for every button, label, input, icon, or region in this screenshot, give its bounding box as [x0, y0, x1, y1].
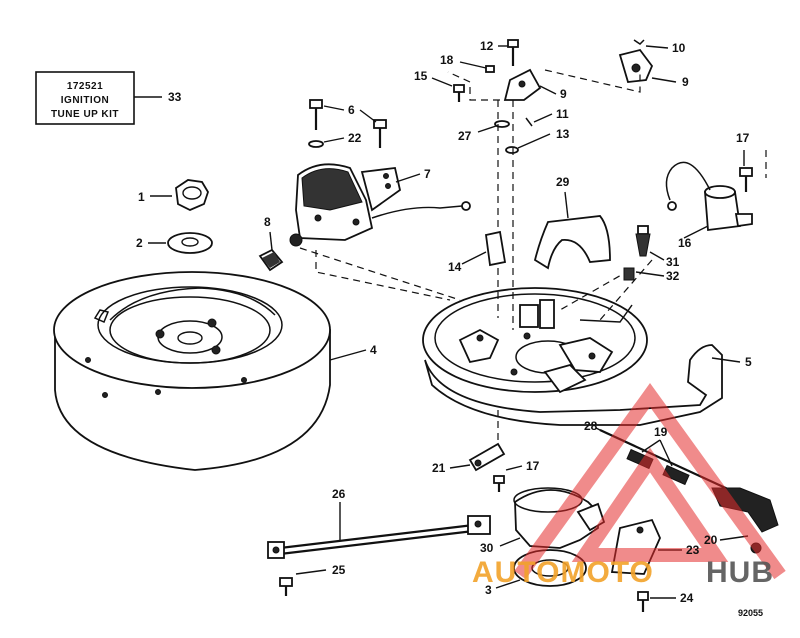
callout-3: 3 — [485, 583, 492, 597]
callout-8: 8 — [264, 215, 271, 229]
part-17-screw-bottom — [493, 465, 523, 492]
alignment-lines — [299, 69, 767, 440]
part-14-felt-pad — [461, 230, 507, 267]
part-13-washer — [505, 133, 551, 154]
callout-17-top: 17 — [736, 131, 750, 145]
callout-29: 29 — [556, 175, 570, 189]
part-27-washer — [477, 120, 510, 133]
callout-labels: 1 2 3 4 5 6 7 8 9 9 10 11 12 13 14 15 16… — [136, 39, 763, 618]
part-6-coil-screws — [309, 99, 387, 148]
callout-30: 30 — [480, 541, 494, 555]
kit-label-tune-up: TUNE UP KIT — [51, 109, 119, 120]
callout-14: 14 — [448, 260, 462, 274]
callout-27: 27 — [458, 129, 472, 143]
part-2-washer — [148, 232, 213, 254]
callout-4: 4 — [370, 343, 377, 357]
part-32-spring — [623, 267, 665, 281]
watermark-text-1: AUTOMOTO — [472, 556, 654, 589]
callout-22: 22 — [348, 131, 362, 145]
callout-1: 1 — [138, 190, 145, 204]
callout-11: 11 — [556, 107, 569, 121]
callout-28: 28 — [584, 419, 598, 433]
part-12-screw — [498, 39, 519, 66]
part-17-screw-top — [739, 150, 753, 192]
watermark-logo: AUTOMOTO HUB — [472, 383, 786, 589]
part-5-stator-plate — [422, 287, 741, 426]
part-29-shield — [533, 191, 611, 270]
callout-26: 26 — [332, 487, 346, 501]
part-31-screw — [635, 225, 665, 261]
callout-6: 6 — [348, 103, 355, 117]
callout-5: 5 — [745, 355, 752, 369]
callout-13: 13 — [556, 127, 570, 141]
part-9-breaker-points — [503, 48, 677, 101]
part-16-condenser — [665, 161, 753, 239]
callout-7: 7 — [424, 167, 431, 181]
part-8-spacer — [258, 231, 284, 272]
part-26-link-rod — [267, 502, 491, 559]
part-11-clip — [525, 113, 553, 127]
watermark-text-2: HUB — [706, 556, 774, 589]
callout-16: 16 — [678, 236, 692, 250]
part-15-screw — [431, 77, 465, 102]
part-7-ignition-coil — [289, 163, 471, 247]
figure-code: 92055 — [738, 608, 763, 618]
callout-17-bottom: 17 — [526, 459, 540, 473]
callout-10: 10 — [672, 41, 686, 55]
callout-2: 2 — [136, 236, 143, 250]
callout-24: 24 — [680, 591, 694, 605]
tune-up-kit-box: 172521 IGNITION TUNE UP KIT — [35, 71, 162, 125]
callout-23: 23 — [686, 543, 700, 557]
callout-21: 21 — [432, 461, 446, 475]
callout-15: 15 — [414, 69, 428, 83]
callout-12: 12 — [480, 39, 494, 53]
part-22-washer — [308, 137, 345, 148]
callout-18: 18 — [440, 53, 454, 67]
part-24-screw — [637, 591, 676, 612]
part-21-link — [449, 442, 506, 472]
callout-20: 20 — [704, 533, 718, 547]
callout-9-arm: 9 — [682, 75, 689, 89]
part-4-flywheel — [53, 271, 367, 471]
callout-19: 19 — [654, 425, 668, 439]
callout-32: 32 — [666, 269, 680, 283]
callout-31: 31 — [666, 255, 680, 269]
part-25-screw — [279, 569, 327, 596]
kit-label-ignition: IGNITION — [61, 95, 109, 106]
part-10-clip — [633, 39, 669, 49]
callout-25: 25 — [332, 563, 346, 577]
kit-part-number: 172521 — [67, 81, 103, 92]
callout-9-points: 9 — [560, 87, 567, 101]
part-1-nut — [150, 179, 209, 211]
callout-33: 33 — [168, 90, 182, 104]
part-18-screw — [459, 61, 495, 73]
